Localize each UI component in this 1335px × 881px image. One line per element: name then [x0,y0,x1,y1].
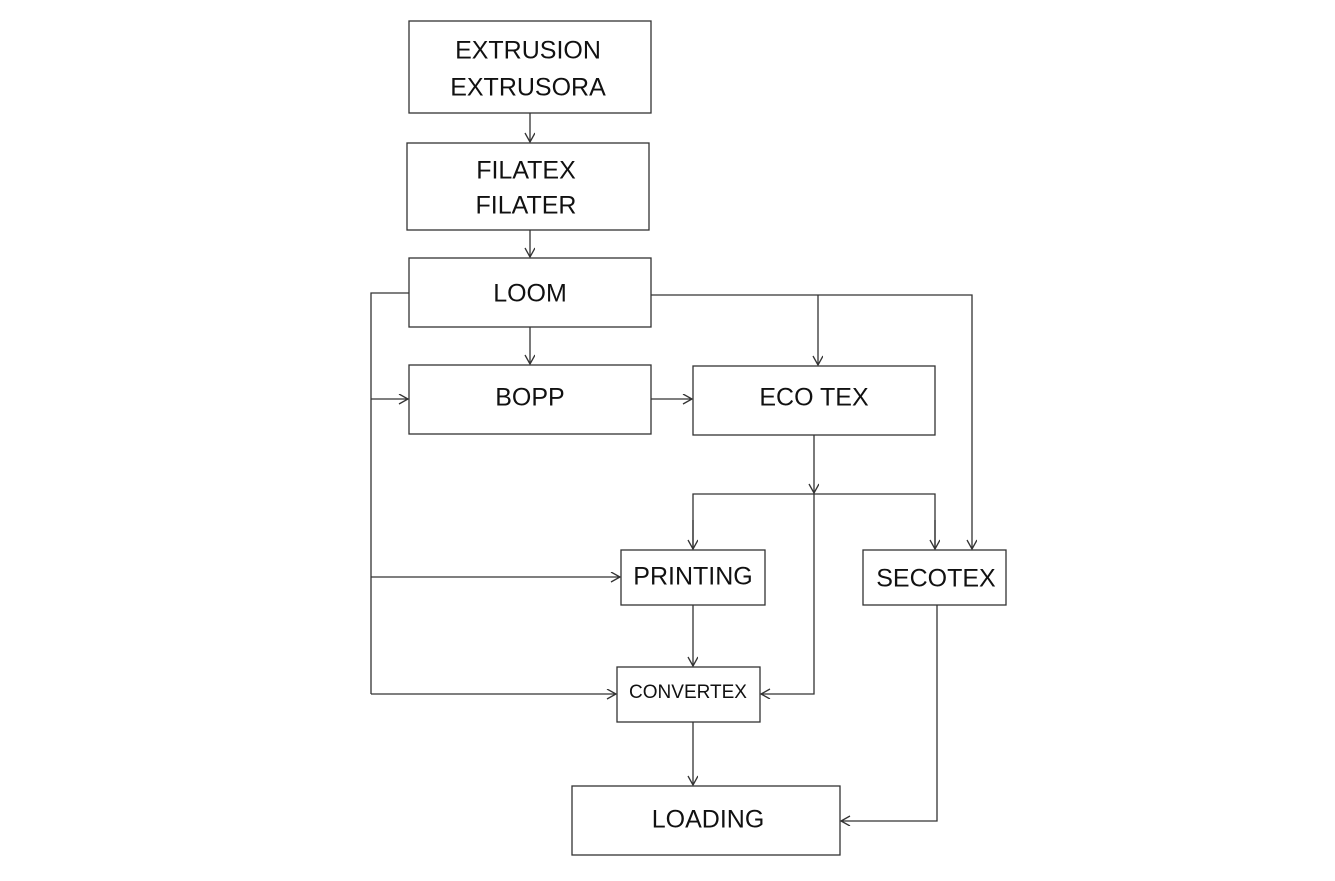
edge-secotex-loading [841,605,938,821]
node-filatex: FILATEX FILATER [406,142,650,231]
node-secotex: SECOTEX [862,549,1007,606]
node-extrusion-label-2: EXTRUSORA [450,74,606,102]
node-ecotex: ECO TEX [692,365,936,436]
node-extrusion-label-1: EXTRUSION [455,37,601,65]
node-loading-label: LOADING [652,806,765,834]
node-loom-label: LOOM [493,280,567,308]
node-ecotex-label: ECO TEX [759,384,869,412]
node-printing: PRINTING [620,549,766,606]
node-filatex-label-2: FILATER [476,192,577,220]
node-convertex: CONVERTEX [616,666,761,723]
node-bopp: BOPP [408,364,652,435]
node-loading: LOADING [571,785,841,856]
node-convertex-label: CONVERTEX [629,682,747,703]
node-bopp-label: BOPP [495,384,564,412]
edge-loom-secotex [651,294,972,549]
node-secotex-label: SECOTEX [876,565,996,593]
node-extrusion: EXTRUSION EXTRUSORA [408,20,652,114]
node-printing-label: PRINTING [633,563,752,591]
edge-ecotex-convertex [761,493,815,694]
edge-loom-left-trunk [370,292,409,694]
node-loom: LOOM [408,257,652,328]
node-filatex-label-1: FILATEX [476,157,576,185]
connectors [370,113,972,821]
